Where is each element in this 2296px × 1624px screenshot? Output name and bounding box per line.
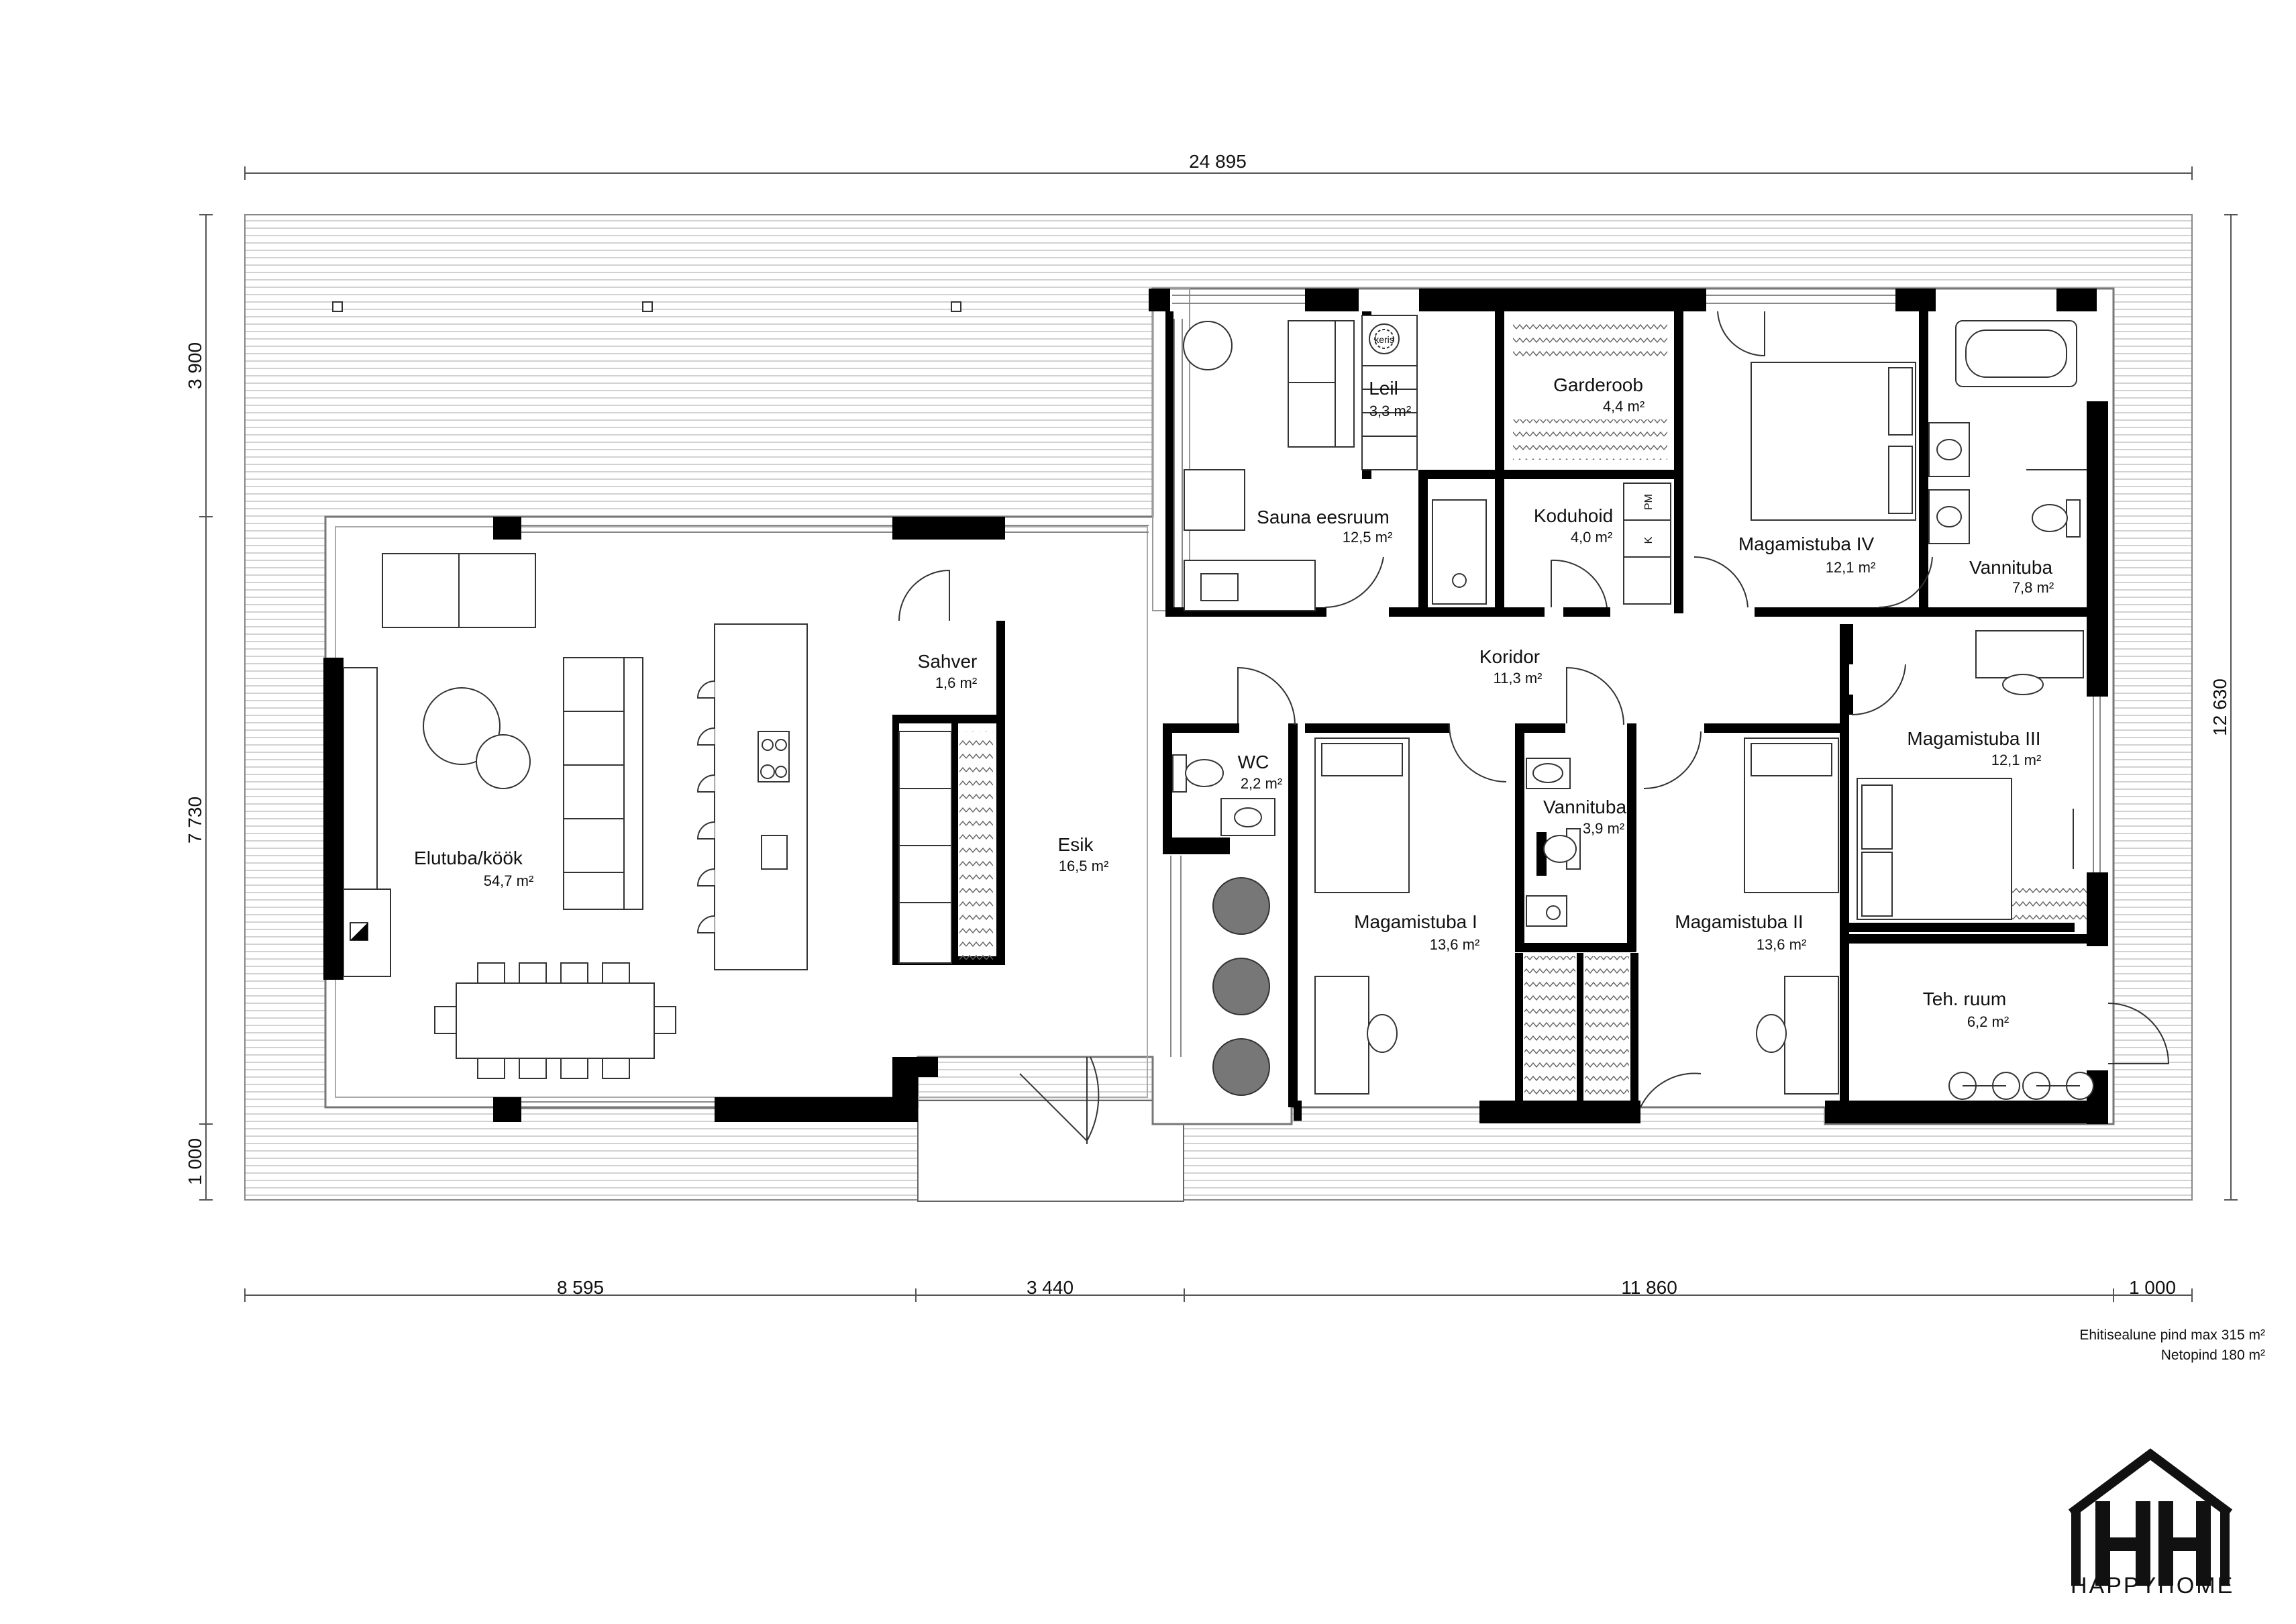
room-sauna-eesruum-area: 12,5 m² [1343, 529, 1393, 546]
room-koduhoid-name: Koduhoid [1534, 505, 1613, 526]
pm-label: PM [1643, 494, 1655, 510]
deck-posts [332, 301, 961, 312]
dining-table [456, 982, 655, 1059]
room-koridor-area: 11,3 m² [1494, 670, 1543, 687]
brand-name: HAPPYHOME [2071, 1573, 2235, 1598]
coffee-table [423, 687, 501, 765]
doors [898, 311, 2170, 1144]
room-esik-name: Esik [1058, 834, 1094, 855]
net-area-note: Netopind 180 m² [2160, 1348, 2265, 1363]
room-koridor-name: Koridor [1479, 646, 1540, 667]
k-unit [1623, 519, 1671, 558]
room-vannituba-1-area: 7,8 m² [2012, 579, 2054, 596]
room-vannituba-2-area: 3,9 m² [1583, 820, 1624, 837]
bedroom-furniture [1172, 630, 2094, 1100]
tv-unit [343, 667, 378, 890]
room-magamistuba-iv-area: 12,1 m² [1826, 559, 1876, 576]
dim-bottom-4: 1 000 [2129, 1277, 2176, 1298]
room-magamistuba-iii-name: Magamistuba III [1907, 728, 2040, 749]
room-sauna-eesruum-name: Sauna eesruum [1257, 507, 1390, 527]
room-garderoob-area: 4,4 m² [1603, 398, 1645, 415]
room-leil-name: Leil [1369, 378, 1398, 399]
room-magamistuba-iv-name: Magamistuba IV [1738, 534, 1875, 554]
dimension-lines [199, 166, 2238, 1302]
kitchen-island [714, 623, 808, 970]
dining-chairs [434, 962, 676, 1079]
dim-total-height: 12 630 [2209, 678, 2230, 736]
happyhome-logo-icon [2068, 1448, 2233, 1586]
toilet-1 [2066, 499, 2081, 538]
room-teh-ruum-name: Teh. ruum [1923, 988, 2007, 1009]
room-sahver-area: 1,6 m² [935, 674, 977, 691]
room-esik-area: 16,5 m² [1059, 858, 1109, 874]
room-koduhoid-area: 4,0 m² [1571, 529, 1612, 546]
plant-icon [1212, 877, 1270, 1096]
dim-bottom-2: 3 440 [1027, 1277, 1074, 1298]
dim-bottom-3: 11 860 [1621, 1277, 1677, 1298]
dim-bottom-1: 8 595 [557, 1277, 604, 1298]
dim-left-mid: 7 730 [185, 797, 205, 844]
room-magamistuba-i-area: 13,6 m² [1430, 936, 1480, 953]
round-table [1183, 321, 1233, 370]
room-garderoob-name: Garderoob [1553, 374, 1643, 395]
room-magamistuba-ii-area: 13,6 m² [1757, 936, 1807, 953]
windows [521, 295, 2101, 1109]
room-teh-ruum-area: 6,2 m² [1967, 1013, 2009, 1030]
dimension-labels: 24 895 8 595 3 440 11 860 1 000 3 900 7 … [185, 151, 2230, 1298]
desk-ii [1784, 976, 1839, 1095]
fixture-labels: keris PM K [1374, 334, 1655, 544]
room-labels: Elutuba/köök 54,7 m² Sahver 1,6 m² Esik … [414, 374, 2054, 1030]
room-magamistuba-ii-name: Magamistuba II [1675, 911, 1803, 932]
walls [323, 289, 2108, 1124]
bicycle-icon [1948, 1072, 2094, 1100]
dim-total-width: 24 895 [1189, 151, 1247, 172]
keris-label: keris [1374, 334, 1394, 345]
sauna-furniture [1183, 315, 2087, 611]
dim-left-top: 3 900 [185, 342, 205, 389]
room-magamistuba-iii-area: 12,1 m² [1991, 752, 2042, 768]
armchair [1184, 469, 1245, 531]
room-vannituba-1-name: Vannituba [1969, 557, 2052, 578]
k-label: K [1643, 536, 1655, 544]
pm-unit [1623, 483, 1671, 521]
room-leil-area: 3,3 m² [1369, 403, 1411, 419]
room-wc-name: WC [1238, 752, 1269, 772]
room-sahver-name: Sahver [918, 651, 978, 672]
room-vannituba-2-name: Vannituba [1543, 797, 1626, 817]
building-area-note: Ehitisealune pind max 315 m² [2079, 1327, 2265, 1343]
dim-left-bottom: 1 000 [185, 1138, 205, 1185]
sofa-large [563, 657, 643, 910]
room-elutuba-name: Elutuba/köök [414, 848, 523, 868]
bar-stools [696, 680, 715, 933]
room-elutuba-area: 54,7 m² [484, 872, 534, 889]
room-magamistuba-i-name: Magamistuba I [1354, 911, 1477, 932]
desk-i [1314, 976, 1369, 1095]
lounge-sofa [1288, 320, 1355, 448]
living-furniture [343, 553, 952, 1079]
room-wc-area: 2,2 m² [1241, 775, 1282, 792]
